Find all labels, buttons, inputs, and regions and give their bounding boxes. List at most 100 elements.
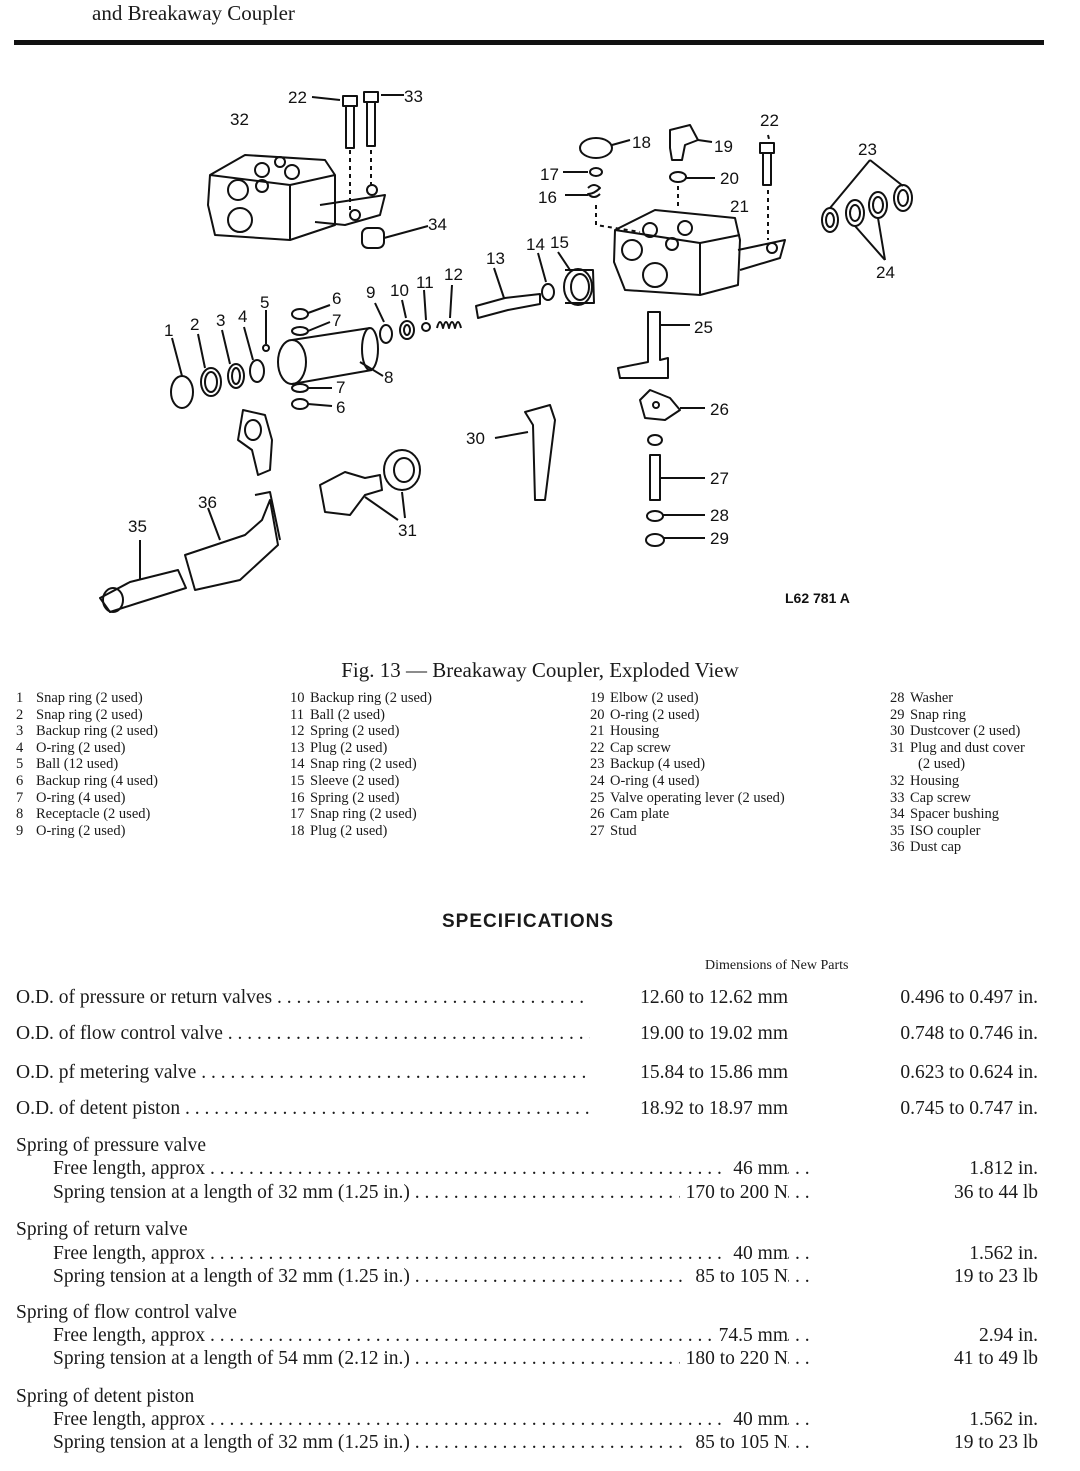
callout-30: 30 bbox=[466, 429, 485, 448]
legend-item: 11 Ball (2 used) bbox=[290, 707, 432, 724]
spec-imperial: 0.748 to 0.746 in. bbox=[900, 1023, 1038, 1044]
spec-imperial: 1.562 in. bbox=[969, 1409, 1038, 1430]
page-header: and Breakaway Coupler bbox=[92, 1, 295, 25]
spec-label: O.D. of detent piston bbox=[16, 1097, 590, 1121]
legend-text: O-ring (4 used) bbox=[610, 772, 700, 789]
callout-15: 15 bbox=[550, 233, 569, 252]
exploded-view-drawing: 22 33 32 34 18 19 17 20 16 22 21 23 24 1… bbox=[99, 87, 913, 613]
legend-number: 3 bbox=[16, 723, 24, 740]
spec-row: Free length, approx 40 mm 1.562 in. bbox=[16, 1242, 1038, 1266]
legend-text: O-ring (4 used) bbox=[36, 789, 126, 806]
legend-number: 11 bbox=[290, 706, 304, 723]
callout-22b: 22 bbox=[760, 111, 779, 130]
legend-number: 29 bbox=[890, 706, 905, 723]
spec-label: Free length, approx bbox=[53, 1324, 813, 1348]
legend-text: O-ring (2 used) bbox=[36, 739, 126, 756]
callout-28: 28 bbox=[710, 506, 729, 525]
legend-number: 34 bbox=[890, 806, 905, 823]
legend-text: Spring (2 used) bbox=[310, 789, 400, 806]
spec-metric: 19.00 to 19.02 mm bbox=[634, 1022, 788, 1046]
callout-9: 9 bbox=[366, 283, 375, 302]
callout-25: 25 bbox=[694, 318, 713, 337]
spec-imperial: 1.812 in. bbox=[969, 1158, 1038, 1179]
figure-caption: Fig. 13 — Breakaway Coupler, Exploded Vi… bbox=[341, 658, 739, 682]
legend-text: Dust cap bbox=[910, 839, 962, 856]
spec-imperial: 19 to 23 lb bbox=[954, 1432, 1038, 1453]
spec-row: Spring tension at a length of 54 mm (2.1… bbox=[16, 1347, 1038, 1371]
callout-14: 14 bbox=[526, 235, 545, 254]
spec-label: Spring tension at a length of 54 mm (2.1… bbox=[53, 1347, 813, 1371]
legend-text: Plug and dust cover bbox=[910, 739, 1025, 756]
spec-label: Free length, approx bbox=[53, 1157, 813, 1181]
callout-33: 33 bbox=[404, 87, 423, 106]
spec-group-title: Spring of pressure valve bbox=[16, 1135, 207, 1156]
legend-number: 17 bbox=[290, 806, 305, 823]
legend-text: Housing bbox=[910, 772, 960, 789]
callout-20: 20 bbox=[720, 169, 739, 188]
callout-6b: 6 bbox=[336, 398, 345, 417]
legend-number: 7 bbox=[16, 789, 24, 806]
legend-text: Cam plate bbox=[610, 806, 670, 823]
legend-number: 26 bbox=[590, 806, 605, 823]
callout-12: 12 bbox=[444, 265, 463, 284]
callout-1: 1 bbox=[164, 321, 173, 340]
legend-item: 26 Cam plate bbox=[590, 806, 785, 823]
legend-text: Ball (12 used) bbox=[36, 756, 119, 773]
legend-text: Backup ring (4 used) bbox=[36, 772, 159, 789]
spec-label: Free length, approx bbox=[53, 1242, 813, 1266]
spec-metric: 12.60 to 12.62 mm bbox=[634, 986, 788, 1010]
spec-label: Spring tension at a length of 32 mm (1.2… bbox=[53, 1265, 813, 1289]
callout-21: 21 bbox=[730, 197, 749, 216]
callout-31: 31 bbox=[398, 521, 417, 540]
legend-text: Backup ring (2 used) bbox=[310, 690, 433, 706]
legend-text: Snap ring bbox=[910, 706, 966, 723]
legend-text: Dustcover (2 used) bbox=[910, 723, 1021, 740]
callout-8: 8 bbox=[384, 368, 393, 387]
legend-number bbox=[890, 756, 918, 773]
figure-code: L62 781 A bbox=[785, 590, 850, 606]
legend-number: 36 bbox=[890, 839, 905, 856]
spec-metric: 15.84 to 15.86 mm bbox=[634, 1061, 788, 1085]
legend-number: 27 bbox=[590, 822, 605, 839]
spec-metric: 170 to 200 N bbox=[679, 1181, 788, 1205]
legend-text: O-ring (2 used) bbox=[36, 822, 126, 839]
legend-text: Ball (2 used) bbox=[310, 706, 385, 723]
callout-4: 4 bbox=[238, 307, 247, 326]
legend-number: 14 bbox=[290, 756, 305, 773]
spec-imperial: 0.496 to 0.497 in. bbox=[900, 987, 1038, 1008]
spec-metric: 46 mm bbox=[727, 1157, 788, 1181]
legend-item: 34 Spacer bushing bbox=[890, 806, 1025, 823]
legend-text: Backup ring (2 used) bbox=[36, 723, 159, 740]
spec-row: Free length, approx 40 mm 1.562 in. bbox=[16, 1408, 1038, 1432]
spec-label: O.D. of pressure or return valves bbox=[16, 986, 590, 1010]
legend-number: 20 bbox=[590, 706, 605, 723]
legend-number: 22 bbox=[590, 739, 605, 756]
legend-text: Spacer bushing bbox=[910, 806, 999, 823]
callout-34: 34 bbox=[428, 215, 447, 234]
receptacle-part bbox=[277, 327, 384, 385]
spec-group-title: Spring of flow control valve bbox=[16, 1302, 237, 1323]
legend-text: Snap ring (2 used) bbox=[36, 690, 143, 706]
legend-text: Spring (2 used) bbox=[310, 723, 400, 740]
legend-number: 35 bbox=[890, 822, 905, 839]
callout-11: 11 bbox=[416, 273, 434, 292]
spec-label: Spring tension at a length of 32 mm (1.2… bbox=[53, 1181, 813, 1205]
